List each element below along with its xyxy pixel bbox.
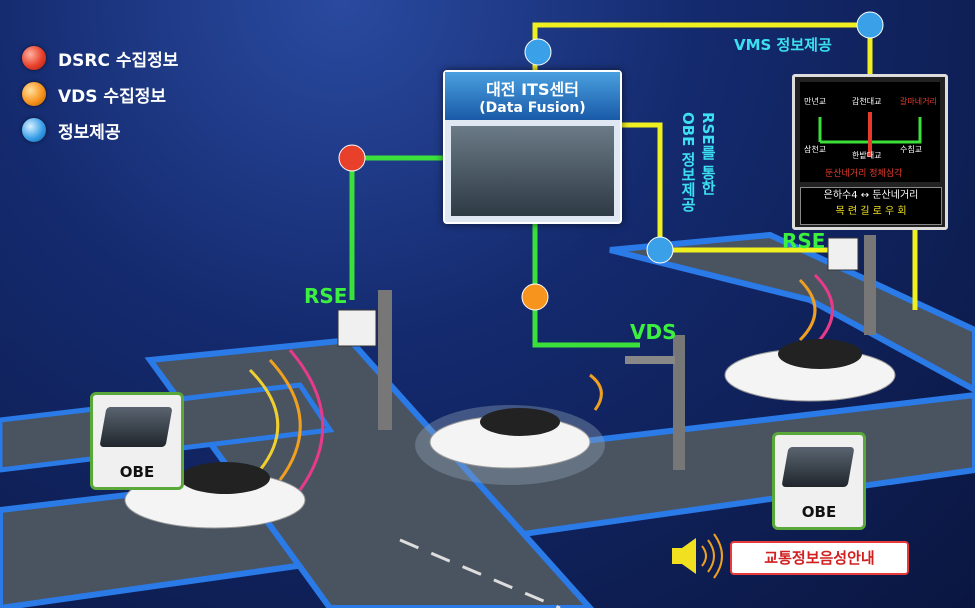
obe-info-line1: RSE를 통한 xyxy=(699,112,717,195)
vds-arm xyxy=(625,356,675,364)
dsrc-vds-lines xyxy=(349,155,640,348)
vms-status: 둔산네거리 정체심각 xyxy=(825,169,903,179)
vms-arrows xyxy=(818,112,922,157)
rse-label-left: RSE xyxy=(304,284,348,308)
control-room-image xyxy=(451,126,614,216)
vms-bottom-label: 한밭대교 xyxy=(852,151,882,160)
car-center xyxy=(415,405,605,485)
rse-device-left xyxy=(337,309,377,347)
its-center-subtitle: (Data Fusion) xyxy=(479,100,586,116)
vms-bottom-label: 삼천교 xyxy=(804,145,827,154)
legend-label: 정보제공 xyxy=(58,122,121,143)
vds-node xyxy=(521,283,549,311)
blue-dot-icon xyxy=(22,118,46,142)
info-node-rse xyxy=(646,236,674,264)
rse-device-right xyxy=(827,237,859,271)
dsrc-node xyxy=(338,144,366,172)
obe-device-icon xyxy=(781,447,855,487)
legend-item-dsrc: DSRC 수집정보 xyxy=(22,40,178,76)
road-network xyxy=(0,231,975,608)
obe-card-right: OBE xyxy=(772,432,866,530)
vms-board: 만년교 갑천대교 갈마네거리 삼천교 한밭대교 수침교 둔산네거리 정체심각 은… xyxy=(792,74,948,230)
legend-item-vds: VDS 수집정보 xyxy=(22,76,178,112)
vms-screen: 만년교 갑천대교 갈마네거리 삼천교 한밭대교 수침교 둔산네거리 정체심각 xyxy=(800,82,940,182)
legend-label: DSRC 수집정보 xyxy=(58,50,179,71)
vms-bottom-label: 수침교 xyxy=(900,145,923,154)
its-center-name: 대전 ITS센터 xyxy=(486,80,579,99)
vms-message-line2: 목 련 길 로 우 회 xyxy=(835,206,907,217)
speaker-icon xyxy=(672,533,723,579)
signal-waves xyxy=(248,273,834,491)
info-node-vms xyxy=(856,11,884,39)
rse-pole-left xyxy=(378,290,392,430)
vds-label: VDS xyxy=(630,320,677,344)
legend: DSRC 수집정보 VDS 수집정보 정보제공 xyxy=(22,40,178,148)
obe-card-left: OBE xyxy=(90,392,184,490)
obe-info-line2: OBE 정보제공 xyxy=(679,112,697,212)
obe-device-icon xyxy=(99,407,173,447)
vds-pole xyxy=(673,335,685,470)
legend-item-info: 정보제공 xyxy=(22,112,178,148)
vms-top-label: 만년교 xyxy=(804,97,827,106)
orange-dot-icon xyxy=(22,82,46,106)
vms-message: 은하수4 ↔ 둔산네거리 목 련 길 로 우 회 xyxy=(800,187,942,225)
obe-label: OBE xyxy=(119,463,155,481)
voice-guidance-label: 교통정보음성안내 xyxy=(730,541,909,575)
vms-top-label: 갈마네거리 xyxy=(900,97,937,106)
red-dot-icon xyxy=(22,46,46,70)
vms-message-line1: 은하수4 ↔ 둔산네거리 xyxy=(823,190,919,201)
obe-info-label: RSE를 통한 OBE 정보제공 xyxy=(678,112,718,212)
its-center-title: 대전 ITS센터 (Data Fusion) xyxy=(445,72,620,120)
rse-pole-right xyxy=(864,235,876,335)
obe-label: OBE xyxy=(801,503,837,521)
legend-label: VDS 수집정보 xyxy=(58,86,166,107)
car-right xyxy=(724,339,896,402)
rse-label-right: RSE xyxy=(782,229,826,253)
info-node-top xyxy=(524,38,552,66)
vms-info-label: VMS 정보제공 xyxy=(734,36,832,54)
its-center-box: 대전 ITS센터 (Data Fusion) xyxy=(443,70,622,224)
vms-top-label: 갑천대교 xyxy=(852,97,882,106)
